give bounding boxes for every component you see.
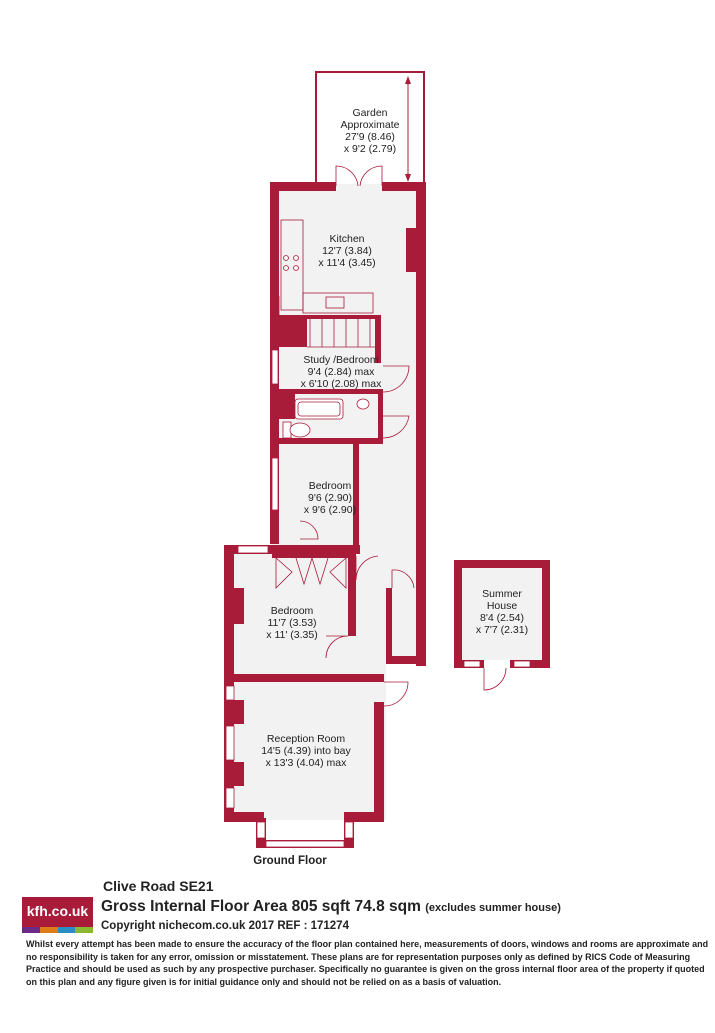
kitchen-fittings — [280, 219, 375, 348]
logo-text: kfh.co.uk — [26, 903, 89, 919]
summer-dim1: 8'4 (2.54) — [480, 612, 524, 624]
study-name: Study /Bedroom — [303, 354, 379, 366]
garden-dim1: 27'9 (8.46) — [345, 131, 395, 143]
summer-name2: House — [487, 600, 518, 612]
bedroom2-dim2: x 11' (3.35) — [266, 629, 317, 641]
floor-area-text: Gross Internal Floor Area 805 sqft 74.8 … — [101, 898, 421, 915]
garden-area — [315, 71, 425, 187]
garden-name2: Approximate — [341, 119, 400, 131]
kitchen-dim2: x 11'4 (3.45) — [318, 257, 375, 269]
floor-area: Gross Internal Floor Area 805 sqft 74.8 … — [101, 898, 561, 916]
agent-logo[interactable]: kfh.co.uk — [22, 897, 93, 933]
summer-dim2: x 7'7 (2.31) — [476, 624, 528, 636]
study-dim1: 9'4 (2.84) max — [308, 366, 376, 378]
kitchen-dim1: 12'7 (3.84) — [322, 245, 372, 257]
bedroom2-dim1: 11'7 (3.53) — [267, 617, 316, 629]
floor-area-note: (excludes summer house) — [425, 902, 561, 914]
room-labels: Garden Approximate 27'9 (8.46) x 9'2 (2.… — [253, 107, 528, 867]
reception-dim2: x 13'3 (4.04) max — [266, 757, 348, 769]
garden-dim2: x 9'2 (2.79) — [344, 143, 396, 155]
garden-name1: Garden — [352, 107, 387, 119]
floor-label: Ground Floor — [253, 855, 327, 867]
reception-name: Reception Room — [267, 733, 345, 745]
study-dim2: x 6'10 (2.08) max — [301, 378, 383, 390]
disclaimer: Whilst every attempt has been made to en… — [26, 939, 709, 987]
bedroom1-dim1: 9'6 (2.90) — [308, 492, 352, 504]
floor-plan: Garden Approximate 27'9 (8.46) x 9'2 (2.… — [224, 71, 550, 867]
bathroom-fittings — [282, 398, 370, 439]
summer-house — [454, 560, 550, 691]
bedroom1-dim2: x 9'6 (2.90) — [304, 504, 356, 516]
kitchen-name: Kitchen — [329, 233, 364, 245]
doors — [278, 165, 415, 707]
bedroom1-name: Bedroom — [309, 480, 352, 492]
property-address: Clive Road SE21 — [103, 878, 214, 894]
wardrobe — [275, 557, 347, 589]
copyright: Copyright nichecom.co.uk 2017 REF : 1712… — [101, 920, 349, 932]
logo-color-bar — [22, 927, 93, 933]
bedroom2-name: Bedroom — [271, 605, 314, 617]
windows — [225, 349, 354, 848]
reception-dim1: 14'5 (4.39) into bay — [261, 745, 351, 757]
summer-name1: Summer — [482, 588, 522, 600]
